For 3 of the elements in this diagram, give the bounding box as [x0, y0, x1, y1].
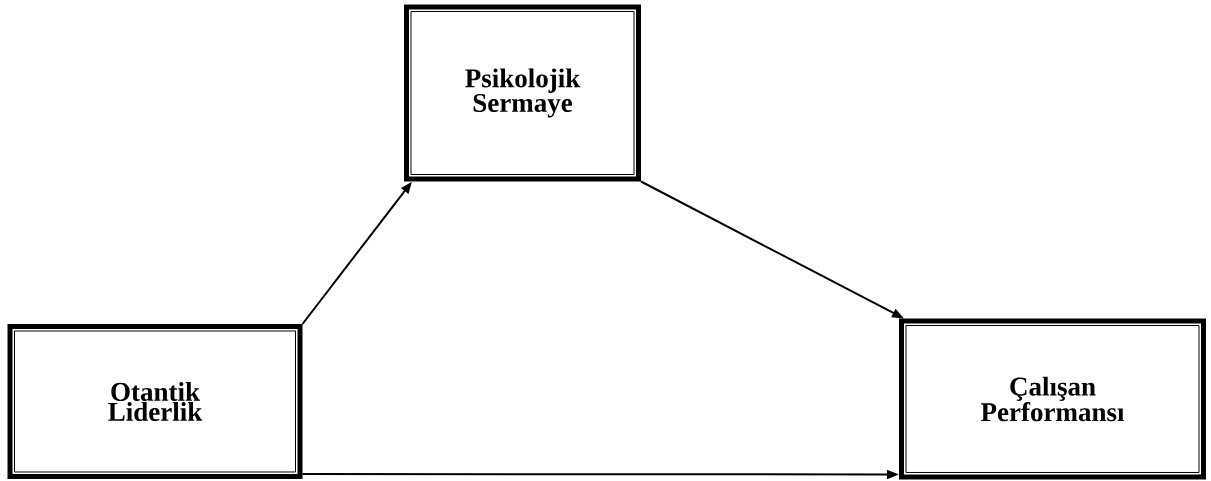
process-box: Çalışan Performansı [899, 318, 1206, 480]
process-box: Psikolojik Sermaye [404, 4, 641, 182]
process-box: Otantik Liderlik [7, 324, 303, 479]
